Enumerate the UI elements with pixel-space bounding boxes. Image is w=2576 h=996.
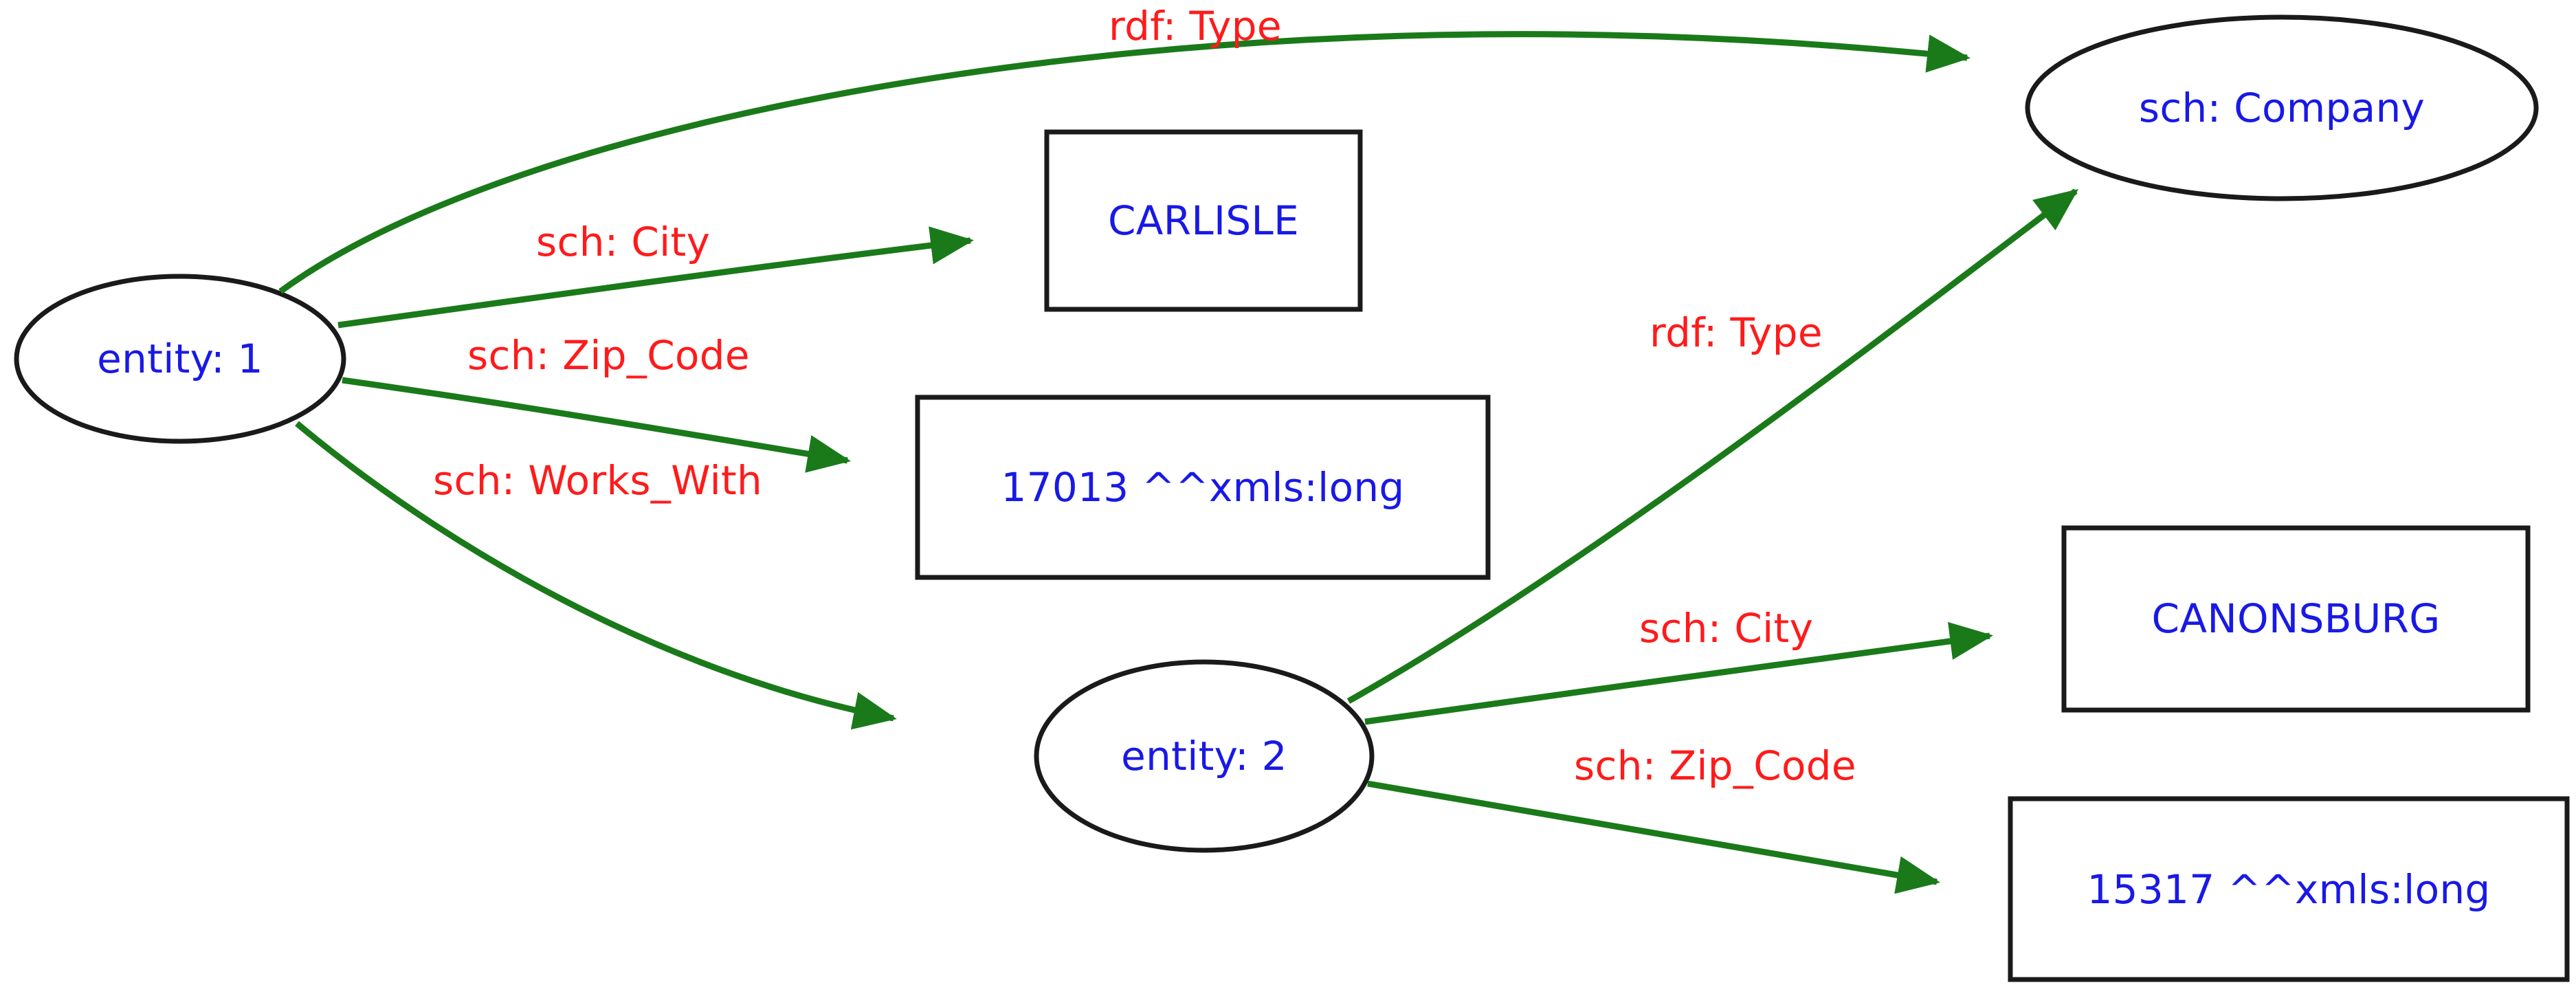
node-zip15317[interactable] [2010,799,2567,980]
edge-path-rdf-type-entity2-company[interactable] [1346,188,2079,704]
node-canonsburg[interactable] [2064,528,2528,710]
edge-path-sch-workswith-entity1-entity2[interactable] [295,421,897,730]
node-company[interactable] [2028,17,2536,199]
edge-path-sch-zipcode-entity1-17013[interactable] [342,377,851,473]
node-zip17013[interactable] [918,397,1488,577]
node-shape-entity2[interactable] [1034,659,1375,853]
node-shape-company[interactable] [2025,14,2539,201]
node-entity2[interactable] [1036,662,1372,850]
node-shape-entity1[interactable] [14,274,346,444]
edge-path-rdf-type-entity1-company[interactable] [278,31,1971,294]
edge-path-sch-city-entity2-canonsburg[interactable] [1364,621,1993,725]
node-shape-carlisle[interactable] [1044,129,1363,312]
node-shape-zip17013[interactable] [915,395,1491,580]
edge-path-sch-zipcode-entity2-15317[interactable] [1367,780,1940,894]
node-carlisle[interactable] [1047,132,1360,309]
node-entity1[interactable] [17,276,343,441]
node-shape-canonsburg[interactable] [2061,525,2531,713]
edge-path-sch-city-entity1-carlisle[interactable] [337,226,975,329]
node-shape-zip15317[interactable] [2008,796,2570,982]
